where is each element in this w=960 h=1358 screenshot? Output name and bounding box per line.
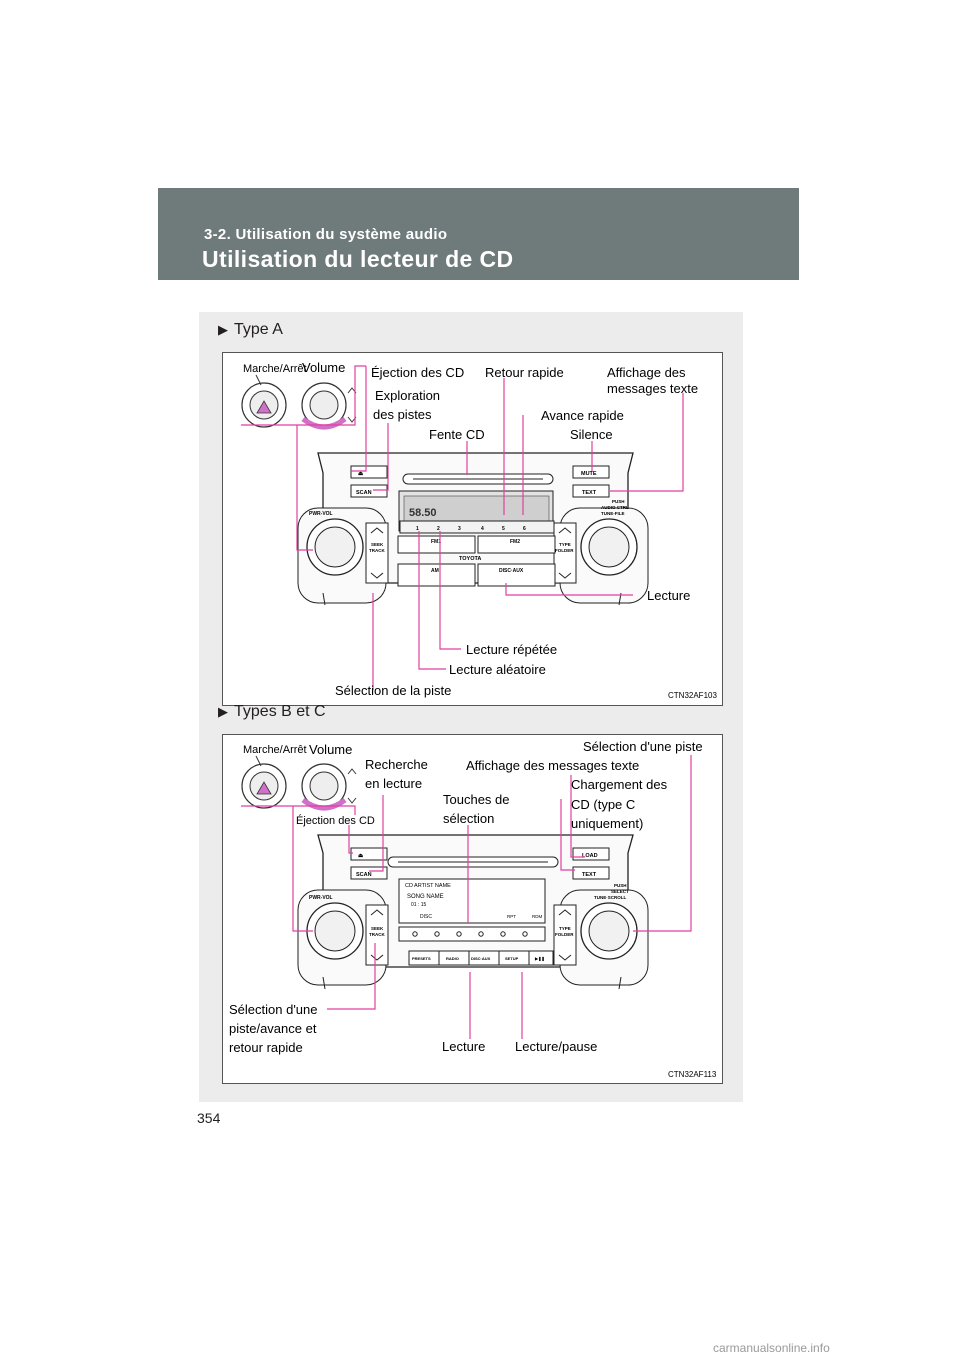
disc-aux-button-label: DISC·AUX xyxy=(471,956,491,961)
keys-callout-1: Touches de xyxy=(443,792,510,807)
track-label: TRACK xyxy=(369,548,385,553)
head-unit xyxy=(297,834,649,990)
type-bc-heading: ▶Types B et C xyxy=(218,703,326,720)
knob-inset xyxy=(241,374,357,430)
display-artist: CD ARTIST NAME xyxy=(405,883,451,889)
knob-inset xyxy=(241,755,357,811)
am-label: AM xyxy=(431,568,439,574)
track-label: TRACK xyxy=(369,932,385,937)
load-button-label: LOAD xyxy=(582,853,598,859)
fm2-label: FM2 xyxy=(510,539,520,545)
preset-4: 4 xyxy=(481,526,484,532)
audio-ctrl-label: AUDIO CTRL xyxy=(601,505,629,510)
callout-lines xyxy=(241,755,692,1039)
text-button-label: TEXT xyxy=(582,490,597,496)
text-display-callout-2: messages texte xyxy=(607,381,698,396)
triangle-bullet-icon: ▶ xyxy=(218,322,228,337)
watermark: carmanualsonline.info xyxy=(713,1341,830,1355)
preset-1: 1 xyxy=(416,526,419,532)
text-display-callout-1: Affichage des xyxy=(607,365,686,380)
presets-button-label: PRESETS xyxy=(412,956,431,961)
seek-callout-3: retour rapide xyxy=(229,1040,303,1055)
track-select-callout: Sélection de la piste xyxy=(335,683,451,698)
display-song: SONG NAME xyxy=(407,894,444,900)
rewind-callout: Retour rapide xyxy=(485,365,564,380)
eject-callout: Éjection des CD xyxy=(371,365,464,380)
display-disc: DISC xyxy=(420,914,432,920)
preset-3: 3 xyxy=(458,526,461,532)
push-label: PUSH xyxy=(614,883,627,888)
track-select-callout: Sélection d'une piste xyxy=(583,739,703,754)
eject-icon: ⏏ xyxy=(358,471,364,477)
seek-callout-2: piste/avance et xyxy=(229,1021,317,1036)
setup-button-label: SETUP xyxy=(505,956,519,961)
load-callout-3: uniquement) xyxy=(571,816,643,831)
power-label: Marche/Arrêt xyxy=(243,363,307,375)
eject-icon: ⏏ xyxy=(358,853,364,859)
volume-label: Volume xyxy=(302,360,345,375)
figure-code: CTN32AF103 xyxy=(668,691,717,700)
mute-button-label: MUTE xyxy=(581,471,597,477)
chapter-header: 3-2. Utilisation du système audio Utilis… xyxy=(158,188,799,280)
pwr-vol-label: PWR-VOL xyxy=(309,895,333,901)
preset-5: 5 xyxy=(502,526,505,532)
text-button-label: TEXT xyxy=(582,872,597,878)
scan-play-callout-1: Recherche xyxy=(365,757,428,772)
folder-label: FOLDER xyxy=(555,932,574,937)
tune-file-label: TUNE-FILE xyxy=(601,511,625,516)
volume-label: Volume xyxy=(309,742,352,757)
play-callout: Lecture xyxy=(647,588,690,603)
display-time: 01 : 15 xyxy=(411,902,427,908)
folder-label: FOLDER xyxy=(555,548,574,553)
seek-label: SEEK xyxy=(371,542,384,547)
head-unit: 58.50 xyxy=(297,452,649,606)
type-a-heading: ▶Type A xyxy=(218,321,283,338)
keys-callout-2: sélection xyxy=(443,811,494,826)
type-label: TYPE xyxy=(559,542,571,547)
slot-callout: Fente CD xyxy=(429,427,485,442)
seek-callout-1: Sélection d'une xyxy=(229,1002,318,1017)
section-label: 3-2. Utilisation du système audio xyxy=(204,226,448,243)
repeat-callout: Lecture répétée xyxy=(466,642,557,657)
scan-button-label: SCAN xyxy=(356,490,372,496)
preset-2: 2 xyxy=(437,526,440,532)
display-rpt: RPT xyxy=(507,914,516,919)
pwr-vol-label: PWR-VOL xyxy=(309,511,333,517)
triangle-bullet-icon: ▶ xyxy=(218,704,228,719)
type-label: TYPE xyxy=(559,926,571,931)
text-display-callout: Affichage des messages texte xyxy=(466,758,639,773)
disc-aux-label: DISC·AUX xyxy=(499,568,524,574)
load-callout-1: Chargement des xyxy=(571,777,668,792)
radio-button-label: RADIO xyxy=(446,956,459,961)
scan-play-callout-2: en lecture xyxy=(365,776,422,791)
type-bc-diagram: Marche/Arrêt Volume ⏏ SCAN LOAD TE xyxy=(222,734,723,1084)
play-pause-icon: ▶❚❚ xyxy=(534,956,545,962)
play-callout: Lecture xyxy=(442,1039,485,1054)
type-a-diagram: Marche/Arrêt Volume 58.50 ⏏ xyxy=(222,352,723,706)
load-callout-2: CD (type C xyxy=(571,797,635,812)
page-number: 354 xyxy=(197,1110,221,1126)
scan-button-label: SCAN xyxy=(356,872,372,878)
scan-callout-2: des pistes xyxy=(373,407,432,422)
eject-callout: Éjection des CD xyxy=(296,814,375,827)
tune-scroll-label: TUNE·SCROLL xyxy=(594,895,626,900)
play-pause-callout: Lecture/pause xyxy=(515,1039,597,1054)
scan-callout-1: Exploration xyxy=(375,388,440,403)
preset-6: 6 xyxy=(523,526,526,532)
display-rdm: RDM xyxy=(532,914,542,919)
push-label: PUSH xyxy=(612,499,625,504)
fm1-label: FM1 xyxy=(431,539,441,545)
page-title: Utilisation du lecteur de CD xyxy=(202,246,514,272)
figure-code: CTN32AF113 xyxy=(668,1070,717,1079)
brand-label: TOYOTA xyxy=(459,556,481,562)
fast-forward-callout: Avance rapide xyxy=(541,408,624,423)
random-callout: Lecture aléatoire xyxy=(449,662,546,677)
mute-callout: Silence xyxy=(570,427,613,442)
callout-lines xyxy=(241,365,684,690)
seek-label: SEEK xyxy=(371,926,384,931)
power-label: Marche/Arrêt xyxy=(243,744,307,756)
svg-text:58.50: 58.50 xyxy=(409,507,437,519)
select-label: SELECT xyxy=(611,889,629,894)
